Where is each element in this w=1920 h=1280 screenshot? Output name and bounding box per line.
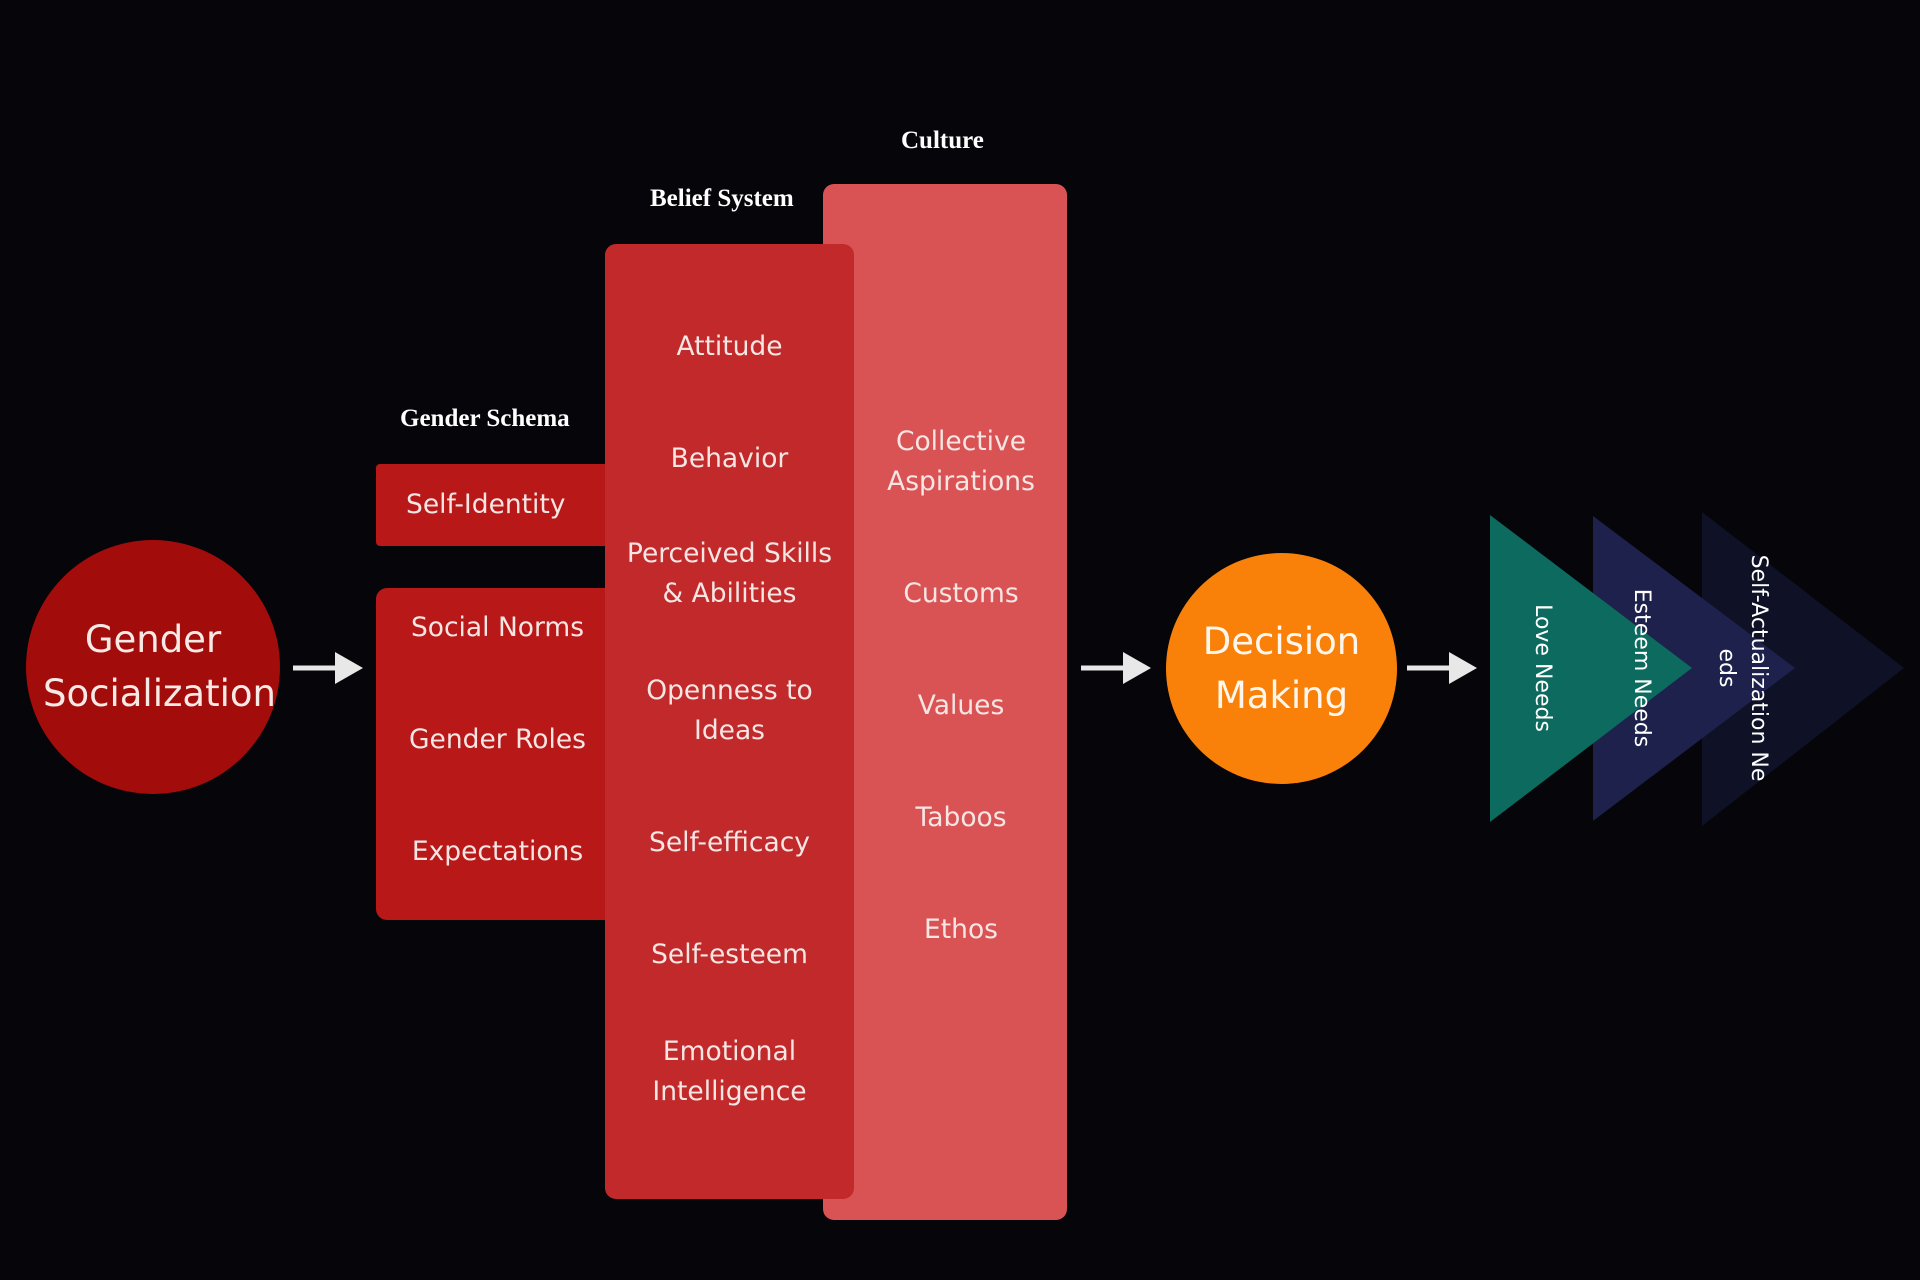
self-actualization-needs-shape: [1702, 512, 1904, 826]
belief-system-item: Openness to Ideas: [646, 675, 813, 746]
gender-schema-box: Social Norms Gender Roles Expectations: [376, 588, 619, 920]
self-identity-box: Self-Identity: [376, 464, 621, 546]
gender-schema-item: Gender Roles: [409, 724, 586, 755]
love-needs-shape: [1490, 515, 1692, 822]
belief-system-item: Self-efficacy: [649, 827, 810, 858]
arrow-to-decision-making: [1081, 652, 1151, 684]
decision-making-label: Decision Making: [1202, 619, 1361, 717]
culture-item: Ethos: [924, 914, 998, 945]
belief-system-item: Behavior: [670, 443, 789, 474]
gender-socialization-label: Gender Socialization: [43, 618, 276, 715]
decision-making-circle: Decision Making: [1166, 553, 1397, 784]
culture-item: Values: [917, 690, 1005, 721]
belief-system-item: Attitude: [676, 331, 783, 362]
culture-item: Customs: [903, 578, 1019, 609]
love-needs-label: Love Needs: [1530, 604, 1555, 732]
self-identity-label: Self-Identity: [406, 489, 566, 520]
arrow-to-gender-schema: [293, 652, 363, 684]
belief-system-box: Attitude Behavior Perceived Skills & Abi…: [605, 244, 854, 1199]
belief-system-item: Perceived Skills & Abilities: [626, 538, 833, 609]
belief-system-heading: Belief System: [650, 185, 794, 212]
arrow-to-needs: [1407, 652, 1477, 684]
needs-triangles: [1490, 512, 1904, 826]
gender-schema-item: Expectations: [411, 836, 584, 867]
self-actualization-needs-label: Self-Actualization Needs: [1714, 554, 1771, 782]
culture-heading: Culture: [901, 127, 984, 154]
gender-socialization-circle: Gender Socialization: [26, 540, 280, 794]
culture-items: Collective Aspirations Customs Values Ta…: [855, 184, 1067, 1220]
esteem-needs-shape: [1593, 516, 1795, 821]
belief-system-item: Self-esteem: [651, 939, 808, 970]
gender-schema-heading: Gender Schema: [400, 405, 570, 432]
belief-system-item: Emotional Intelligence: [652, 1036, 807, 1107]
esteem-needs-label: Esteem Needs: [1629, 588, 1654, 748]
culture-item: Taboos: [915, 802, 1007, 833]
culture-item: Collective Aspirations: [887, 426, 1035, 497]
culture-box: Collective Aspirations Customs Values Ta…: [823, 184, 1067, 1220]
gender-schema-item: Social Norms: [410, 612, 585, 643]
